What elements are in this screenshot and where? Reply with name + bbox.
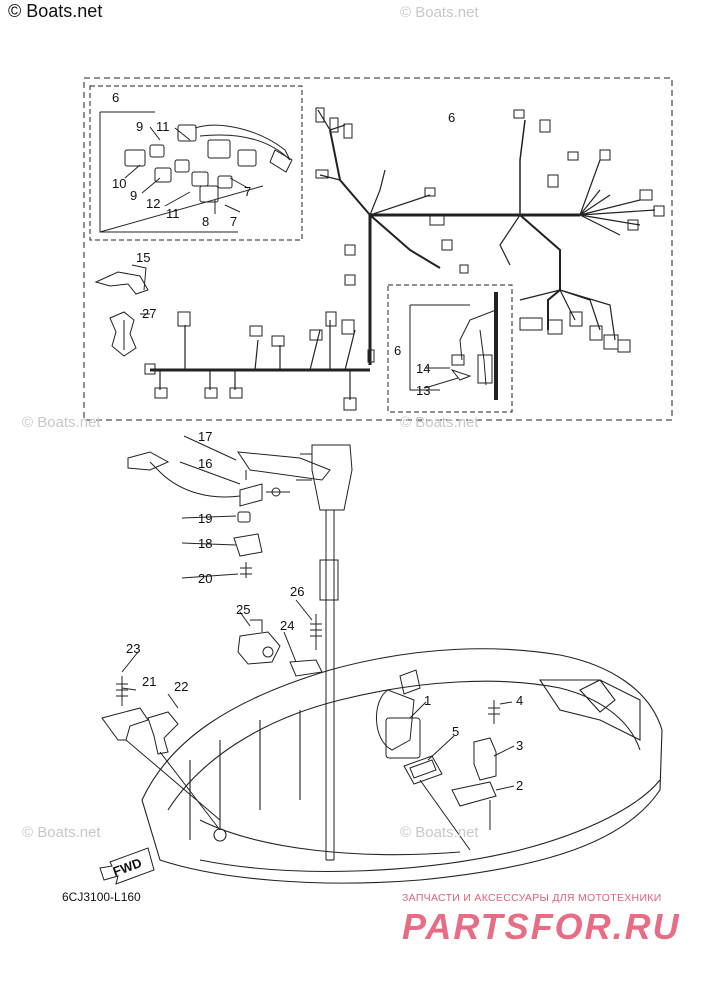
callout-13: 13 [416, 383, 430, 398]
ghost-watermark-right: © Boats.net [400, 414, 479, 431]
callout-11: 11 [156, 119, 170, 134]
callout-5: 5 [452, 724, 459, 739]
callout-26: 26 [290, 584, 304, 599]
callout-11b: 11 [166, 206, 180, 221]
callout-27: 27 [142, 306, 156, 321]
callout-19: 19 [198, 511, 212, 526]
callout-14: 14 [416, 361, 430, 376]
ghost-watermark-left: © Boats.net [22, 414, 101, 431]
callout-24: 24 [280, 618, 294, 633]
clip-15 [94, 264, 149, 295]
ghost-watermark-top: © Boats.net [400, 4, 479, 21]
sensor-group-frame [387, 284, 513, 413]
callout-16: 16 [198, 456, 212, 471]
holder-27 [109, 311, 150, 357]
callout-12: 12 [146, 196, 160, 211]
callout-23: 23 [126, 641, 140, 656]
bottom-cowling [141, 648, 663, 884]
fwd-arrow [99, 847, 155, 885]
relay-leaders [99, 111, 264, 233]
lower-leaders [125, 739, 221, 831]
brand-tagline: ЗАПЧАСТИ И АКСЕССУАРЫ ДЛЯ МОТОТЕХНИКИ [402, 892, 662, 904]
callout-10: 10 [112, 176, 126, 191]
callout-1: 1 [424, 693, 431, 708]
callout-9b: 9 [130, 188, 137, 203]
callout-7b: 7 [230, 214, 237, 229]
callout-4: 4 [516, 693, 523, 708]
wire-harness [150, 109, 656, 400]
callout-22: 22 [174, 679, 188, 694]
bracket-assembly [127, 435, 331, 579]
callouts: 6 9 11 10 9 12 11 8 7 7 6 15 27 6 14 13 … [111, 90, 523, 879]
callout-8: 8 [202, 214, 209, 229]
callout-17: 17 [198, 429, 212, 444]
callout-7: 7 [244, 184, 251, 199]
callout-3: 3 [516, 738, 523, 753]
callout-6-harness: 6 [448, 110, 455, 125]
diagram-code: 6CJ3100-L160 [62, 890, 141, 904]
callout-9: 9 [136, 119, 143, 134]
callout-2: 2 [516, 778, 523, 793]
boats-net-watermark: © Boats.net [8, 1, 103, 21]
callout-21: 21 [142, 674, 156, 689]
relay-parts [124, 124, 293, 203]
tiller-bracket [296, 444, 353, 860]
ghost-watermark-bottom-left: © Boats.net [22, 824, 101, 841]
callout-25: 25 [236, 602, 250, 617]
harness-group-frame [83, 77, 673, 421]
sensor-parts [409, 292, 498, 400]
callout-6-relays: 6 [112, 90, 119, 105]
callout-18: 18 [198, 536, 212, 551]
callout-20: 20 [198, 571, 212, 586]
brand-logo: PARTSFOR.RU [402, 906, 681, 947]
clips-and-bolts [101, 599, 323, 755]
relay-group-frame [89, 85, 303, 241]
ghost-watermark-bottom-right: © Boats.net [400, 824, 479, 841]
cowling-parts [376, 669, 515, 851]
callout-6-sensor: 6 [394, 343, 401, 358]
harness-connectors [144, 107, 665, 411]
callout-15: 15 [136, 250, 150, 265]
